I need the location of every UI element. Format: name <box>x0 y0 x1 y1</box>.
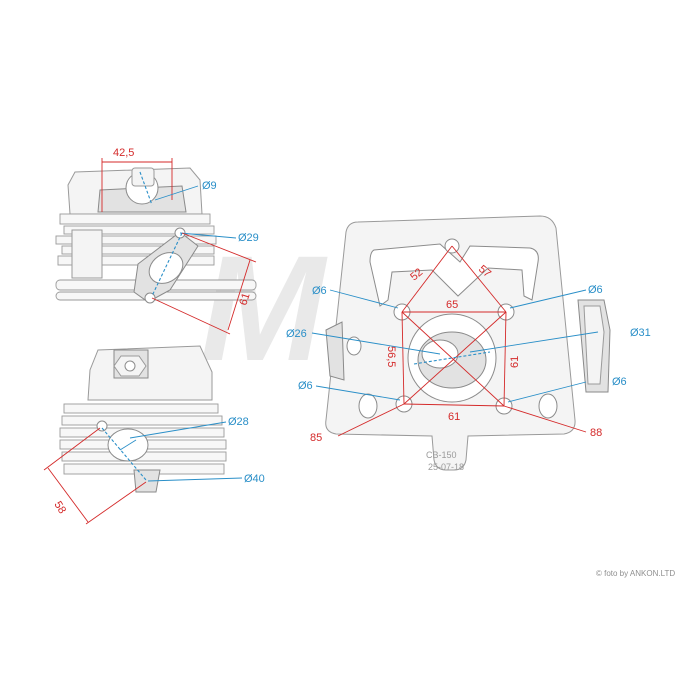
label-flange-40: Ø40 <box>244 473 265 485</box>
stamp-line2: 25-07-18 <box>428 462 464 472</box>
dim-spacing-61 <box>151 232 257 335</box>
label-bolt-hole-9: Ø9 <box>202 180 217 192</box>
label-stud-bl-6: Ø6 <box>298 380 313 392</box>
label-spacing-61: 61 <box>237 292 252 307</box>
dim-spacing-58 <box>43 427 147 525</box>
label-width-42-5: 42,5 <box>113 147 134 159</box>
label-top-span-65: 65 <box>446 299 458 311</box>
label-bore-31: Ø31 <box>630 327 651 339</box>
stamp-line1: CB-150 <box>426 450 457 460</box>
label-stud-tl-6: Ø6 <box>312 285 327 297</box>
dim-width-42-5 <box>101 158 173 212</box>
cylinder-head-top-view <box>55 167 257 304</box>
label-diag-85: 85 <box>310 432 322 444</box>
label-stud-tr-6: Ø6 <box>588 284 603 296</box>
gasket-callouts <box>311 289 599 403</box>
label-diag-88: 88 <box>590 427 602 439</box>
cylinder-head-bottom-view <box>59 345 227 493</box>
label-spacing-58: 58 <box>51 499 68 516</box>
label-port-28: Ø28 <box>228 416 249 428</box>
label-bottom-span-61: 61 <box>448 411 460 423</box>
label-left-span-56-5: 56,5 <box>385 346 397 367</box>
label-port-29: Ø29 <box>238 232 259 244</box>
label-stud-br-6: Ø6 <box>612 376 627 388</box>
label-right-span-61: 61 <box>509 356 521 368</box>
cylinder-head-gasket-face <box>325 215 611 471</box>
label-bore-26: Ø26 <box>286 328 307 340</box>
photo-credit: © foto by ANKON.LTD <box>596 569 675 578</box>
gasket-dimensions <box>337 245 587 437</box>
